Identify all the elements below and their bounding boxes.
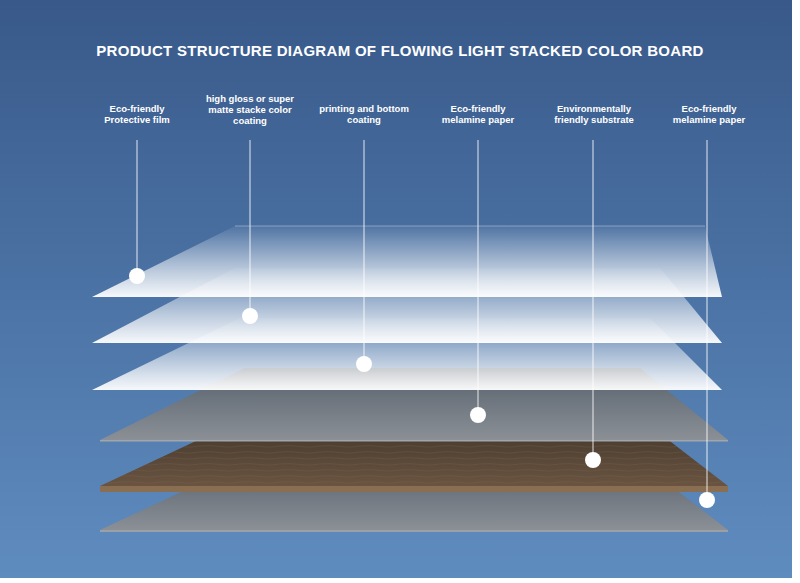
leader-line (137, 140, 138, 276)
leader-line (593, 140, 594, 460)
diagram-title: PRODUCT STRUCTURE DIAGRAM OF FLOWING LIG… (96, 42, 703, 59)
leader-line (364, 140, 365, 364)
layer-label: Eco-friendly melamine paper (428, 103, 528, 125)
layer-label: high gloss or super matte stacke color c… (202, 93, 298, 126)
callout-dot (129, 268, 145, 284)
callout-dot (699, 492, 715, 508)
layer-label: Eco-friendly melamine paper (659, 103, 759, 125)
callout-dot (585, 452, 601, 468)
layer-label: Eco-friendly Protective film (87, 103, 187, 125)
leader-line (250, 140, 251, 316)
callout-dot (242, 308, 258, 324)
substrate-edge (100, 486, 728, 492)
callout-dot (470, 407, 486, 423)
callout-dot (356, 356, 372, 372)
leader-line (478, 140, 479, 415)
layer-label: Environmentally friendly substrate (544, 103, 644, 125)
film-layer (92, 226, 722, 297)
layer-label: printing and bottom coating (312, 103, 416, 125)
leader-line (707, 140, 708, 500)
